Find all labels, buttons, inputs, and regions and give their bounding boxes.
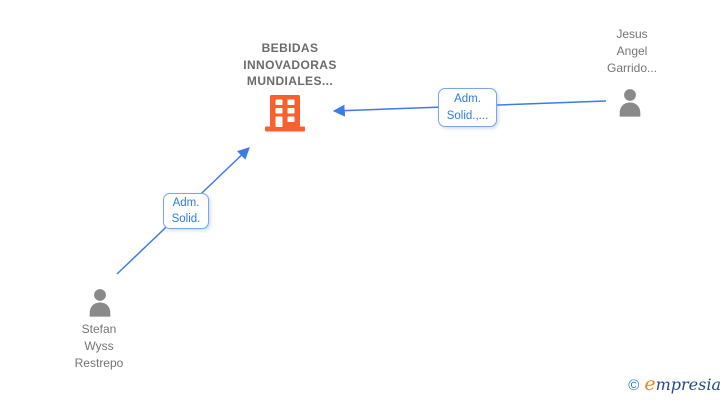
edge-label-line: Adm. bbox=[454, 93, 481, 105]
company-node-label: BEBIDAS INNOVADORAS MUNDIALES... bbox=[215, 40, 365, 90]
brand-rest: mpresia bbox=[655, 375, 721, 394]
empresia-logo[interactable]: © empresia bbox=[628, 373, 721, 395]
brand-initial: e bbox=[644, 373, 656, 395]
company-name-line: MUNDIALES... bbox=[246, 74, 334, 88]
person-name-line: Garrido... bbox=[606, 61, 657, 75]
person-name-line: Wyss bbox=[84, 339, 114, 353]
person-icon-stefan[interactable] bbox=[85, 287, 115, 323]
edge-label-jesus-to-company: Adm. Solid.,... bbox=[438, 88, 497, 127]
person-name-line: Angel bbox=[616, 44, 648, 58]
edge-label-line: Solid. bbox=[171, 213, 201, 225]
person-node-label-jesus: Jesus Angel Garrido... bbox=[582, 26, 682, 77]
company-name-line: BEBIDAS bbox=[261, 41, 319, 55]
person-name-line: Jesus bbox=[616, 27, 648, 41]
copyright-icon: © bbox=[628, 377, 640, 394]
edge-label-line: Solid.,... bbox=[446, 109, 489, 122]
brand-wordmark: empresia bbox=[644, 373, 721, 395]
edge-label-line: Adm. bbox=[172, 196, 200, 209]
company-name-line: INNOVADORAS bbox=[243, 57, 337, 72]
company-building-icon[interactable] bbox=[263, 93, 307, 138]
edge-label-stefan-to-company: Adm. Solid. bbox=[163, 193, 209, 229]
person-icon-jesus[interactable] bbox=[615, 87, 645, 123]
person-name-line: Restrepo bbox=[74, 356, 124, 370]
person-name-line: Stefan bbox=[81, 322, 117, 336]
person-node-label-stefan: Stefan Wyss Restrepo bbox=[49, 321, 149, 372]
